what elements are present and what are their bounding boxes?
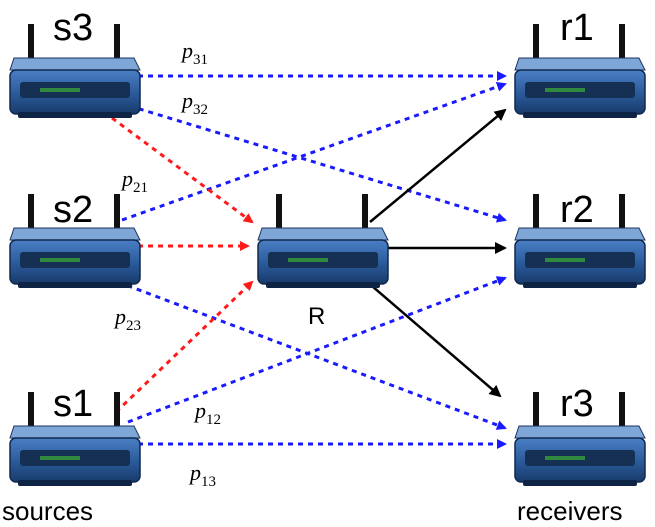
link-s2-r1 xyxy=(121,81,507,222)
label-s1: s1 xyxy=(53,383,93,425)
label-r2: r2 xyxy=(560,189,594,231)
label-relay: R xyxy=(308,303,325,330)
label-p23: p23 xyxy=(113,304,141,334)
relay-output-links xyxy=(369,108,507,398)
link-R-r3 xyxy=(371,285,502,398)
link-s1-R xyxy=(114,280,254,414)
label-p12: p12 xyxy=(193,398,221,428)
link-s2-r3 xyxy=(117,280,507,430)
label-r3: r3 xyxy=(560,383,594,425)
label-s3: s3 xyxy=(53,7,93,49)
sources-label: sources xyxy=(2,496,93,526)
receivers-label: receivers xyxy=(517,496,622,526)
label-r1: r1 xyxy=(560,7,594,49)
link-R-r1 xyxy=(369,108,507,223)
label-p13: p13 xyxy=(188,460,216,490)
label-p31: p31 xyxy=(180,38,208,68)
relay-input-links xyxy=(111,116,254,414)
link-s1-r2 xyxy=(127,276,507,424)
label-p32: p32 xyxy=(180,88,208,118)
direct-links xyxy=(109,71,507,449)
label-s2: s2 xyxy=(53,189,93,231)
label-p21: p21 xyxy=(120,166,148,196)
link-s3-r2 xyxy=(109,98,507,223)
router-relay-icon xyxy=(257,193,389,289)
link-s3-R xyxy=(111,116,254,224)
